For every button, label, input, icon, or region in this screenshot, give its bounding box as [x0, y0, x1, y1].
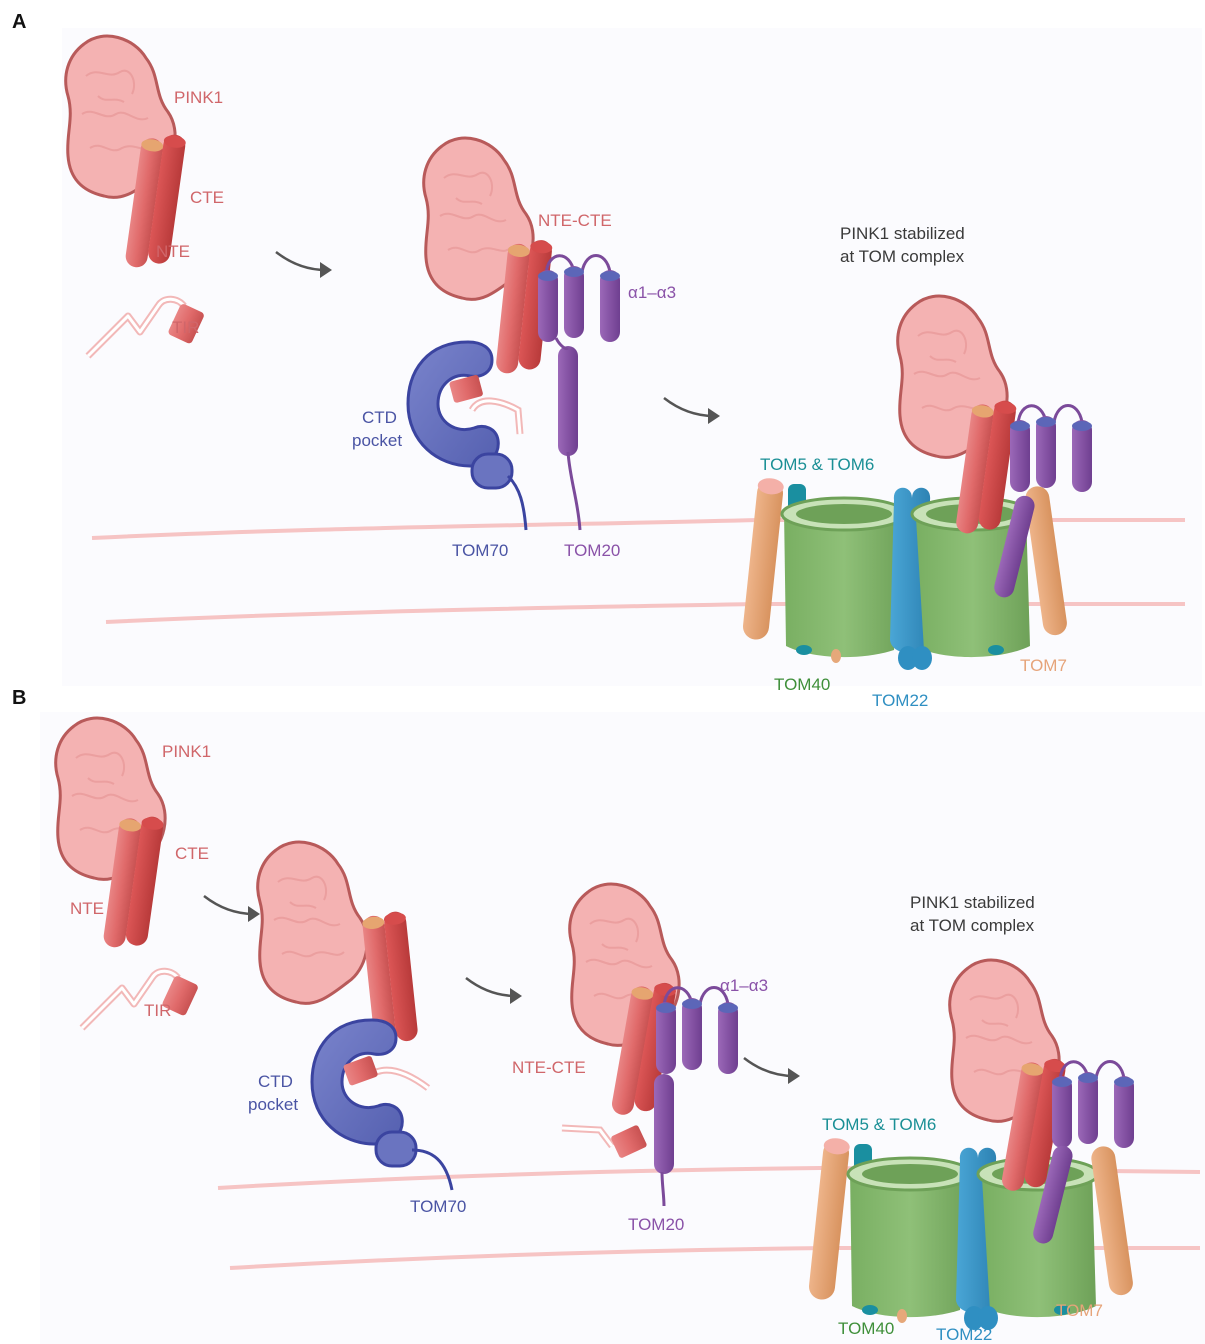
- label-tir-a: TIR: [172, 318, 199, 337]
- label-pocket-b: pocket: [248, 1095, 298, 1114]
- label-nte-a: NTE: [156, 242, 190, 261]
- panel-b-letter: B: [12, 687, 26, 709]
- label-pink1-b: PINK1: [162, 742, 211, 761]
- label-tom56-b: TOM5 & TOM6: [822, 1115, 936, 1134]
- panel-a-letter: A: [12, 11, 26, 33]
- label-stabilized-b-2: at TOM complex: [910, 916, 1035, 935]
- label-ctd-b: CTD: [258, 1072, 293, 1091]
- label-tom70-a: TOM70: [452, 541, 508, 560]
- label-stabilized-b-1: PINK1 stabilized: [910, 893, 1035, 912]
- label-tom22-b: TOM22: [936, 1325, 992, 1344]
- label-alpha-b: α1–α3: [720, 976, 768, 995]
- panel-b: B PINK1 CTE NTE TIR CTD pocket TOM70: [12, 687, 1205, 1344]
- label-tom20-b: TOM20: [628, 1215, 684, 1234]
- label-nte-b: NTE: [70, 899, 104, 918]
- label-cte-b: CTE: [175, 844, 209, 863]
- label-nte-cte-a: NTE-CTE: [538, 211, 612, 230]
- label-tom7-b: TOM7: [1056, 1301, 1103, 1320]
- label-ctd-a: CTD: [362, 408, 397, 427]
- label-tom7-a: TOM7: [1020, 656, 1067, 675]
- label-tom22-a: TOM22: [872, 691, 928, 710]
- label-tom56-a: TOM5 & TOM6: [760, 455, 874, 474]
- label-tom40-a: TOM40: [774, 675, 830, 694]
- label-tom40-b: TOM40: [838, 1319, 894, 1338]
- label-stabilized-a-2: at TOM complex: [840, 247, 965, 266]
- label-cte-a: CTE: [190, 188, 224, 207]
- label-nte-cte-b: NTE-CTE: [512, 1058, 586, 1077]
- label-tom70-b: TOM70: [410, 1197, 466, 1216]
- label-alpha-a: α1–α3: [628, 283, 676, 302]
- label-tom20-a: TOM20: [564, 541, 620, 560]
- panel-a: A PINK1 CTE NTE TIR: [0, 0, 1205, 710]
- label-pocket-a: pocket: [352, 431, 402, 450]
- label-pink1-a1: PINK1: [174, 88, 223, 107]
- label-stabilized-a-1: PINK1 stabilized: [840, 224, 965, 243]
- label-tir-b: TIR: [144, 1001, 171, 1020]
